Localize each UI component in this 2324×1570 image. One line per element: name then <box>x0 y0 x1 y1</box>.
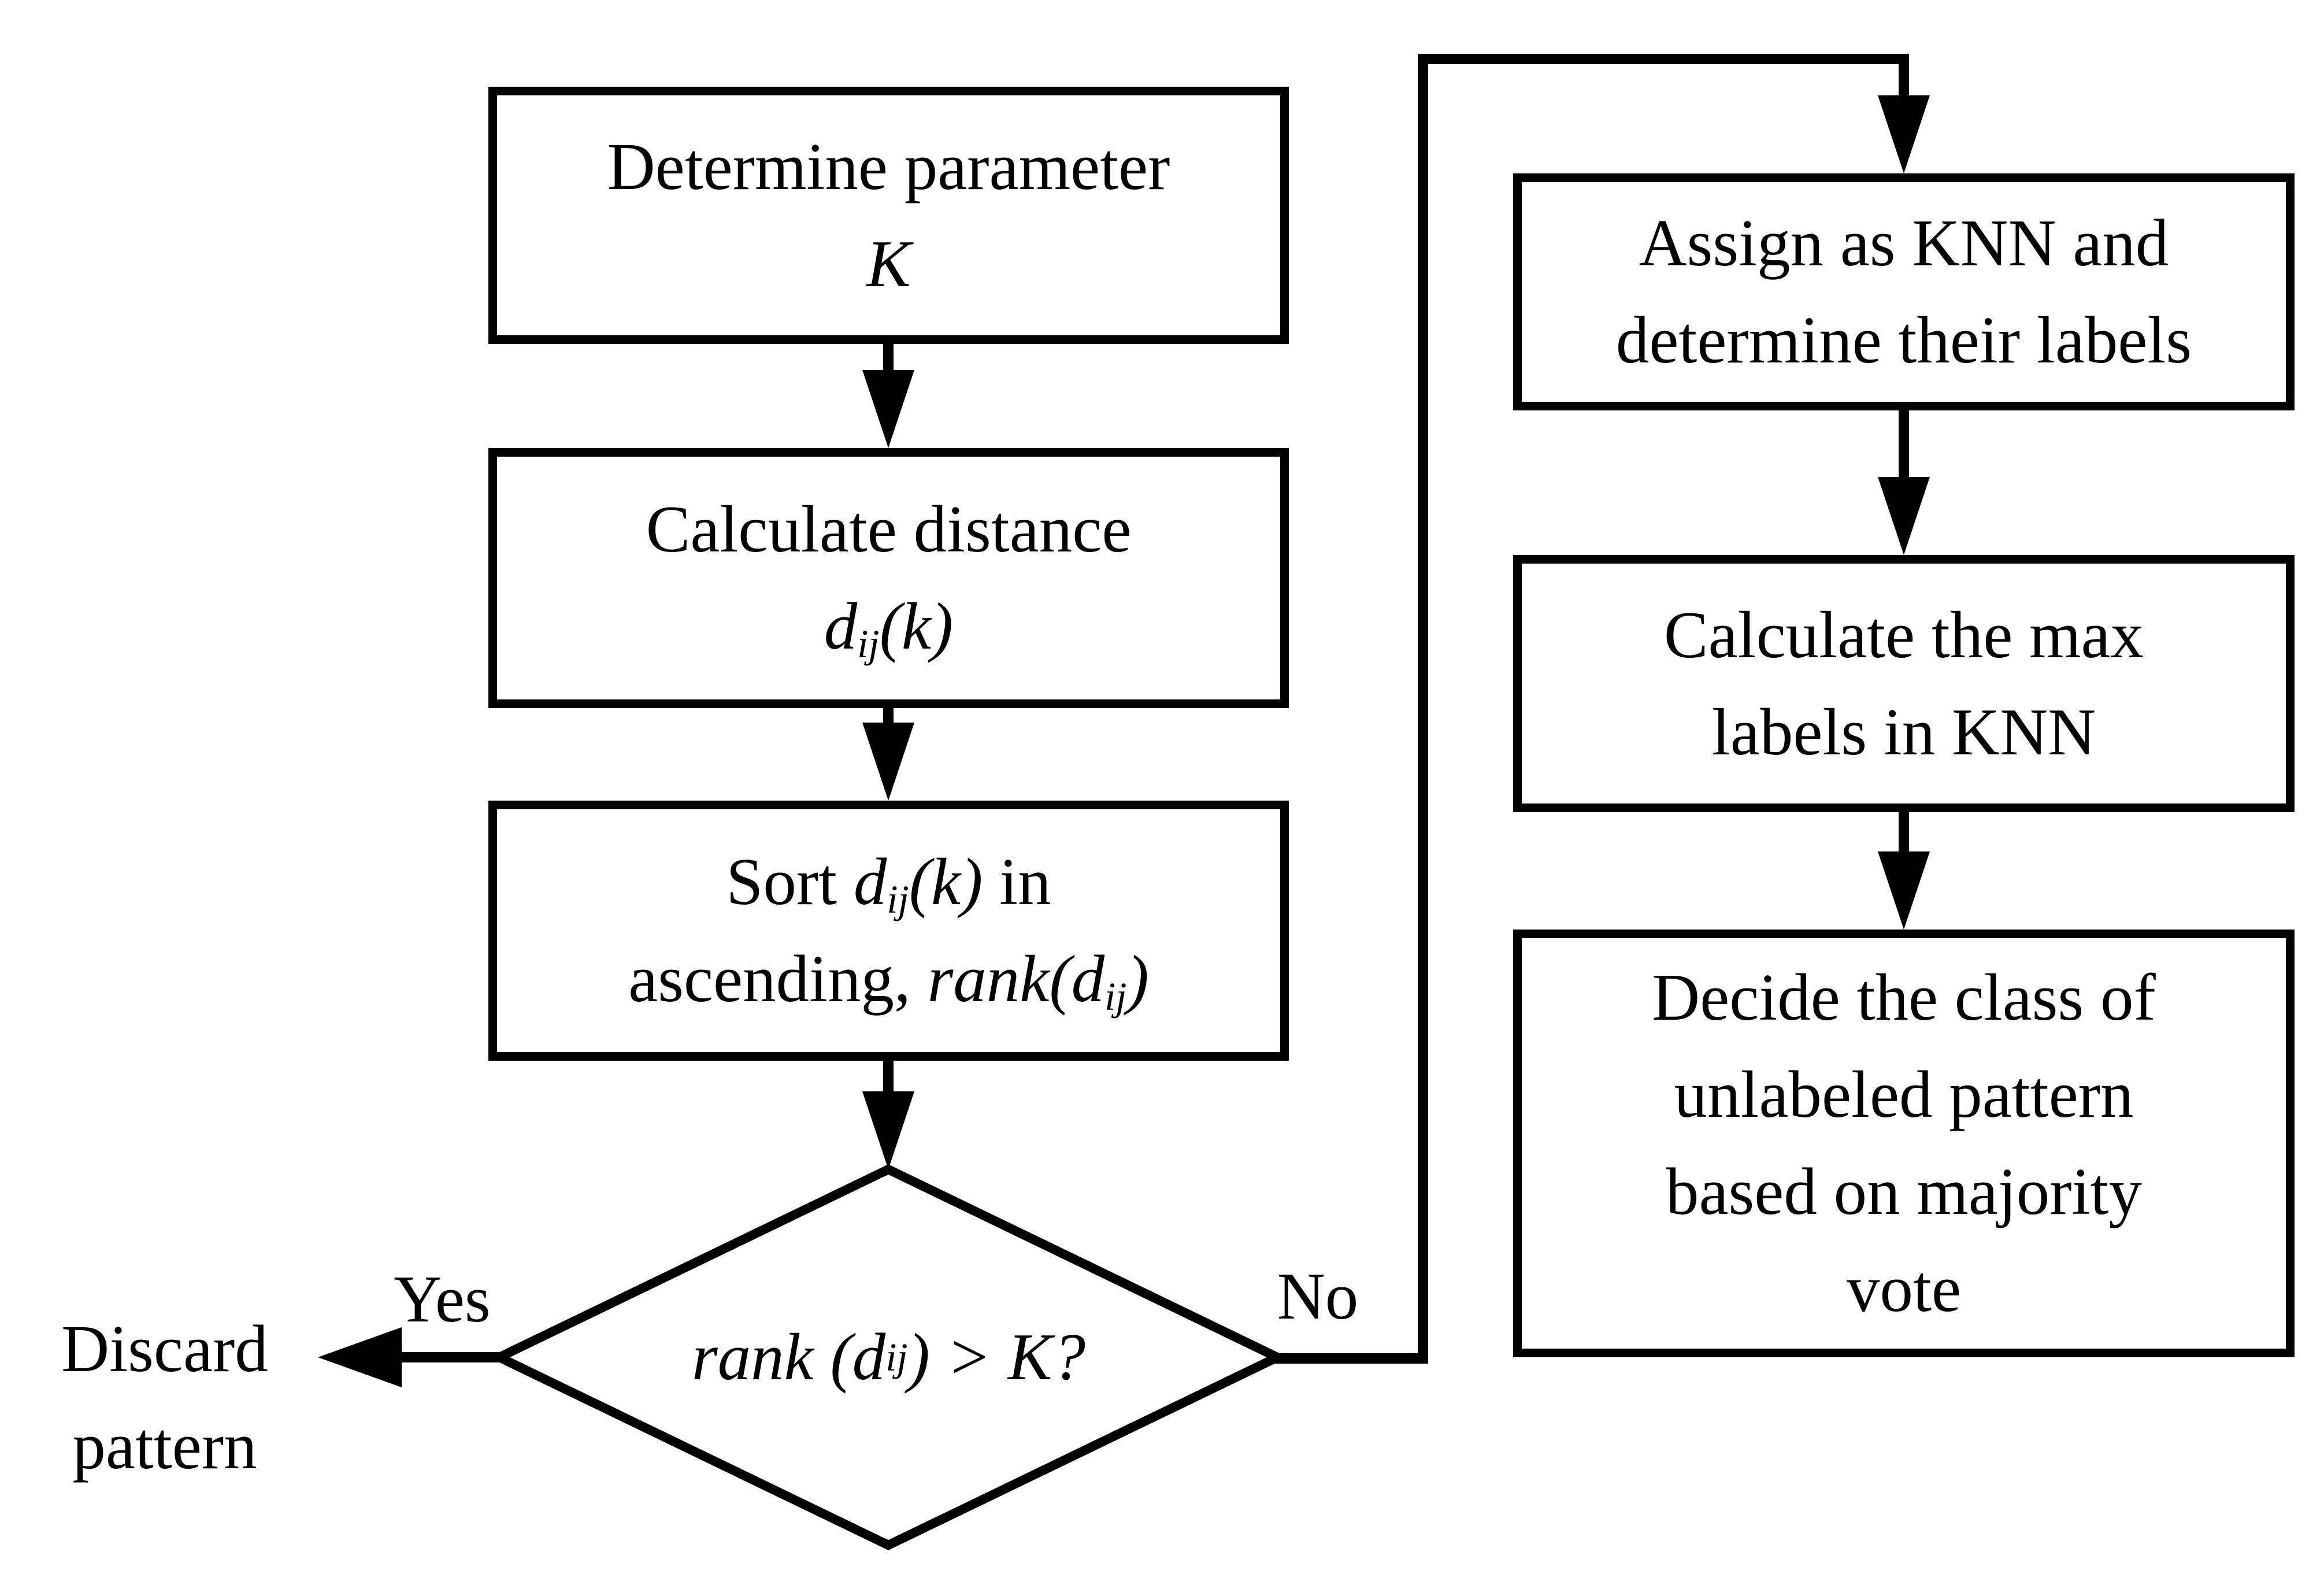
box-decide-class-line2: unlabeled pattern <box>1674 1058 2134 1131</box>
box-sort-distances-line2: ascending, rank(dij) <box>628 942 1149 1019</box>
yes-label: Yes <box>394 1262 491 1336</box>
box-calculate-distance-line2: dij(k) <box>824 590 954 666</box>
box-calculate-distance-line1: Calculate distance <box>646 493 1132 566</box>
box-sort-distances: Sort dij(k) in ascending, rank(dij) <box>488 801 1289 1061</box>
box-calculate-distance: Calculate distance dij(k) <box>488 448 1289 708</box>
connector-assign-to-max <box>1899 409 1909 479</box>
box-sort-distances-line1: Sort dij(k) in <box>726 845 1051 922</box>
connector-max-to-decide <box>1899 811 1909 854</box>
box-assign-knn: Assign as KNN and determine their labels <box>1513 173 2295 410</box>
connector-no-branch-vertical <box>1418 54 1428 1364</box>
box-decide-class: Decide the class of unlabeled pattern ba… <box>1513 930 2295 1357</box>
box-assign-knn-line1: Assign as KNN and <box>1639 206 2169 280</box>
connector-no-branch-drop <box>1899 54 1909 99</box>
arrowhead-sort-to-decision <box>862 1091 914 1169</box>
box-decide-class-line3: based on majority <box>1666 1155 2142 1228</box>
arrowhead-distance-to-sort <box>862 723 914 801</box>
arrowhead-assign-to-max <box>1878 477 1930 555</box>
box-assign-knn-line2: determine their labels <box>1615 303 2192 377</box>
discard-pattern-line1: Discard <box>61 1312 268 1386</box>
arrowhead-yes-branch <box>318 1327 402 1387</box>
discard-pattern-line2: pattern <box>72 1409 257 1483</box>
arrowhead-max-to-decide <box>1878 851 1930 930</box>
connector-yes-branch <box>402 1352 503 1362</box>
box-calculate-max-labels-line2: labels in KNN <box>1711 695 2096 769</box>
decision-diamond <box>488 1164 1288 1550</box>
arrowhead-determine-to-distance <box>862 370 914 448</box>
discard-pattern-label: Discard pattern <box>14 1301 315 1495</box>
connector-determine-to-distance <box>883 343 894 375</box>
box-calculate-max-labels-line1: Calculate the max <box>1663 598 2144 672</box>
box-calculate-max-labels: Calculate the max labels in KNN <box>1513 555 2295 812</box>
box-decide-class-line1: Decide the class of <box>1652 961 2156 1034</box>
connector-no-branch-top <box>1418 54 1909 64</box>
connector-distance-to-sort <box>883 707 894 727</box>
box-decide-class-line4: vote <box>1847 1252 1961 1325</box>
connector-no-branch-horizontal <box>1272 1353 1428 1364</box>
connector-sort-to-decision <box>883 1060 894 1094</box>
box-determine-parameter: Determine parameter K <box>488 87 1289 344</box>
box-determine-parameter-line2: K <box>866 227 911 301</box>
box-determine-parameter-line1: Determine parameter <box>607 129 1170 203</box>
decision-diamond-shape <box>488 1164 1288 1550</box>
arrowhead-no-to-assign <box>1878 95 1930 173</box>
no-label: No <box>1277 1260 1359 1333</box>
